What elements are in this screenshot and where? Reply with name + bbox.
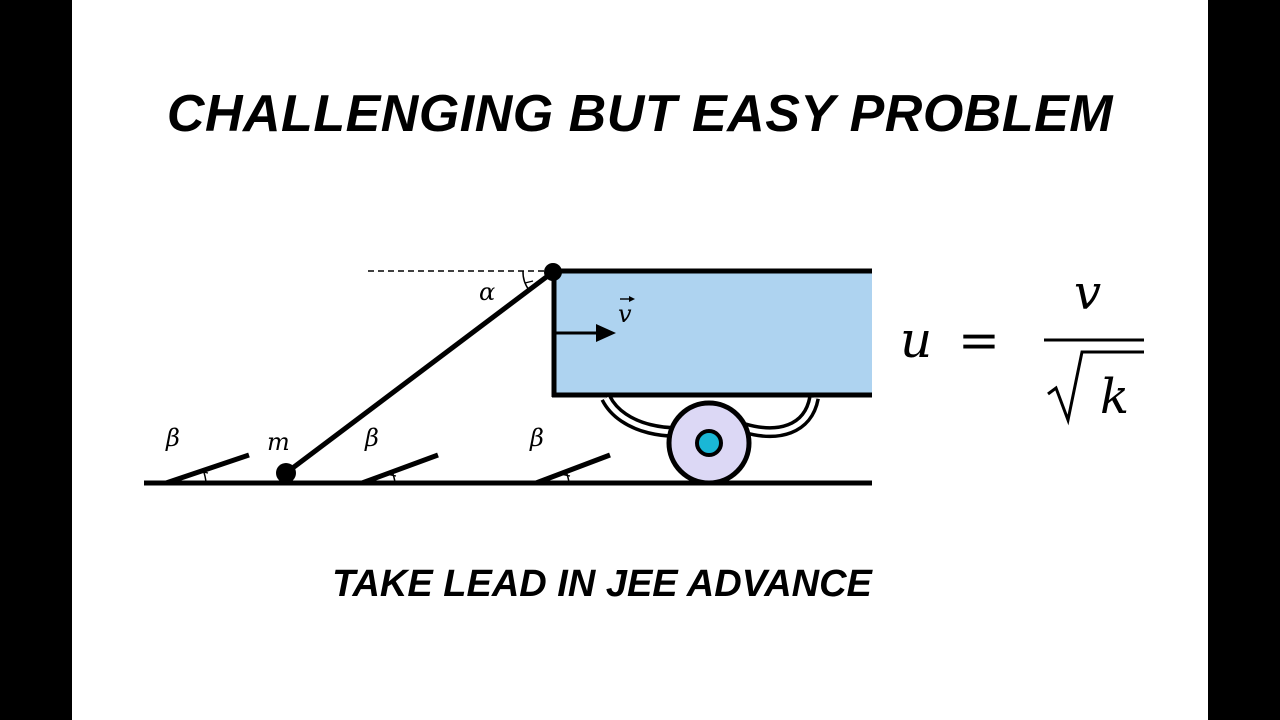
alpha-angle-tick (524, 280, 534, 284)
beta-tick-1 (197, 470, 209, 474)
velocity-arrowhead (596, 324, 616, 342)
formula-equals: = (958, 311, 1000, 369)
velocity-vector-head (629, 296, 635, 302)
beta-label-2: β (364, 424, 379, 452)
mass-label: m (267, 428, 290, 456)
alpha-angle-arc (522, 270, 530, 291)
beta-segment-2 (361, 452, 439, 486)
wheel-hub (695, 429, 723, 457)
beta-arc-2 (391, 471, 396, 484)
formula-radicand: k (1100, 369, 1129, 425)
left-black-bar (0, 0, 72, 720)
formula-numerator: v (1074, 265, 1101, 321)
physics-diagram: α β β β m v u = v k (144, 263, 1144, 486)
velocity-label: v (618, 300, 632, 328)
beta-tick-2 (385, 473, 397, 477)
slide-canvas: CHALLENGING BUT EASY PROBLEM (72, 0, 1208, 720)
beta-segment-1 (165, 452, 250, 486)
rope (284, 270, 555, 475)
pulley-point (544, 263, 562, 281)
right-black-bar (1208, 0, 1280, 720)
beta-label-3: β (529, 424, 544, 452)
mass-point (276, 463, 296, 483)
formula-sqrt-sign (1047, 350, 1144, 426)
slide-title: CHALLENGING BUT EASY PROBLEM (166, 85, 1114, 143)
beta-arc-1 (202, 469, 207, 484)
beta-arc-3 (565, 471, 570, 484)
slide-subtitle: TAKE LEAD IN JEE ADVANCE (332, 563, 872, 605)
beta-label-1: β (165, 424, 180, 452)
beta-segment-3 (535, 452, 611, 486)
alpha-label: α (479, 278, 495, 306)
beta-tick-3 (559, 473, 571, 477)
formula-lhs: u (900, 311, 932, 369)
